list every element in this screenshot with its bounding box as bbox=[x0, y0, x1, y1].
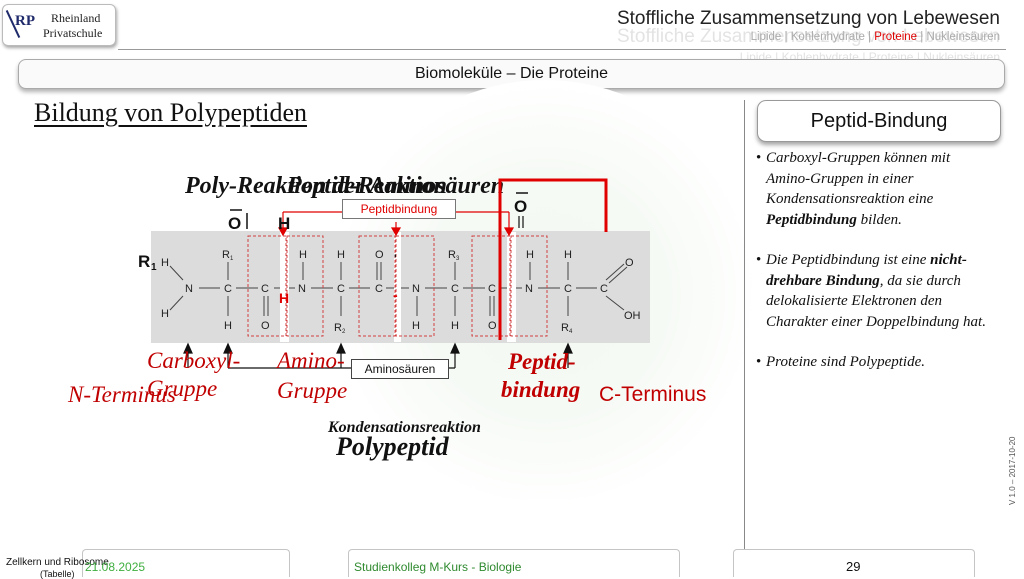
svg-text:C: C bbox=[488, 283, 496, 295]
footer-course-box bbox=[348, 549, 680, 577]
svg-text:R: R bbox=[138, 252, 150, 271]
svg-text:H: H bbox=[299, 249, 307, 261]
version-label: V 1.0 – 2017-10-20 bbox=[1008, 436, 1017, 506]
svg-text:C: C bbox=[375, 283, 383, 295]
svg-text:O: O bbox=[514, 197, 527, 216]
nav-sep: | bbox=[781, 31, 791, 43]
footer-page-box bbox=[733, 549, 975, 577]
svg-text:R: R bbox=[448, 249, 456, 261]
svg-text:H: H bbox=[161, 257, 169, 269]
svg-text:1: 1 bbox=[230, 256, 234, 262]
school-logo: RP Rheinland Privatschule bbox=[2, 4, 116, 46]
svg-text:R: R bbox=[222, 249, 230, 261]
label-gruppe-amino: Gruppe bbox=[277, 378, 348, 403]
footer-topic-sub: (Tabelle) bbox=[40, 569, 75, 579]
title-peptid-reaktion: Peptid-Reaktion bbox=[287, 173, 447, 199]
nav-sep: | bbox=[917, 31, 927, 43]
svg-text:1: 1 bbox=[151, 262, 157, 273]
slide-heading: Bildung von Polypeptiden bbox=[34, 98, 307, 127]
nav-sep: | bbox=[864, 31, 875, 43]
logo-initials: RP bbox=[15, 13, 35, 29]
label-polypeptid: Polypeptid bbox=[336, 432, 449, 461]
header-title: Stoffliche Zusammensetzung von Lebewesen bbox=[616, 8, 1000, 29]
footer-page-number: 29 bbox=[846, 559, 861, 574]
svg-text:O: O bbox=[261, 320, 270, 332]
svg-text:-: - bbox=[393, 287, 398, 303]
label-amino: Amino- bbox=[277, 348, 345, 373]
svg-text:C: C bbox=[261, 283, 269, 295]
label-peptid: Peptid- bbox=[508, 349, 576, 374]
svg-text:C: C bbox=[451, 283, 459, 295]
nav-item-lipide[interactable]: Lipide bbox=[750, 31, 782, 43]
label-c-terminus: C-Terminus bbox=[599, 383, 707, 406]
peptidbindung-tag: Peptidbindung bbox=[342, 199, 456, 219]
bullet-item: Carboxyl-Gruppen können mit Amino-Gruppe… bbox=[756, 148, 996, 230]
svg-text:H: H bbox=[337, 249, 345, 261]
svg-text:N: N bbox=[298, 283, 306, 295]
nav-item-nukleinsaeuren[interactable]: Nukleinsäuren bbox=[926, 31, 1000, 43]
svg-text:R: R bbox=[334, 322, 342, 334]
svg-text:O: O bbox=[625, 257, 634, 269]
svg-text:3: 3 bbox=[456, 256, 460, 262]
svg-text:C: C bbox=[564, 283, 572, 295]
svg-text:N: N bbox=[185, 283, 193, 295]
svg-text:O: O bbox=[228, 214, 241, 233]
label-kondensationsreaktion: Kondensationsreaktion bbox=[328, 419, 481, 436]
svg-text:C: C bbox=[600, 283, 608, 295]
svg-text:C: C bbox=[224, 283, 232, 295]
footer-date-box bbox=[82, 549, 290, 577]
svg-text:H: H bbox=[278, 214, 290, 233]
label-gruppe-carboxyl: Gruppe bbox=[147, 376, 218, 401]
logo-name-line2: Privatschule bbox=[43, 26, 103, 40]
svg-text:R: R bbox=[561, 322, 569, 334]
bullet-item: Proteine sind Polypeptide. bbox=[756, 352, 996, 373]
label-carboxyl: Carboxyl- bbox=[147, 348, 241, 373]
svg-text:H: H bbox=[412, 320, 420, 332]
title-poly-reaktion: Poly-Reaktion der Aminosäuren bbox=[185, 173, 505, 199]
header-topic-nav: Lipide | Kohlenhydrate | Proteine | Nukl… bbox=[751, 31, 1000, 43]
aminosaeuren-tag: Aminosäuren bbox=[351, 359, 449, 379]
label-n-terminus: N-Terminus bbox=[68, 382, 176, 407]
svg-text:OH: OH bbox=[624, 310, 641, 322]
header-title-shadow: Stoffliche Zusammensetzung von Lebewesen bbox=[616, 26, 1000, 47]
panel-bullet-list: Carboxyl-Gruppen können mit Amino-Gruppe… bbox=[756, 148, 996, 393]
footer-course: Studienkolleg M-Kurs - Biologie bbox=[354, 560, 522, 574]
svg-text:N: N bbox=[525, 283, 533, 295]
svg-text:H: H bbox=[161, 308, 169, 320]
svg-text:4: 4 bbox=[569, 329, 573, 335]
label-bindung: bindung bbox=[501, 377, 581, 402]
svg-text:H: H bbox=[224, 320, 232, 332]
svg-text:H: H bbox=[279, 290, 289, 306]
svg-text:O: O bbox=[375, 249, 384, 261]
logo-name-line1: Rheinland bbox=[51, 11, 101, 25]
header-divider bbox=[118, 49, 1006, 50]
svg-text:2: 2 bbox=[342, 329, 346, 335]
svg-text:H: H bbox=[451, 320, 459, 332]
panel-title: Peptid-Bindung bbox=[757, 100, 1001, 142]
svg-text:C: C bbox=[337, 283, 345, 295]
svg-text:H: H bbox=[564, 249, 572, 261]
bullet-item: Die Peptidbindung ist eine nicht-drehbar… bbox=[756, 250, 996, 332]
svg-text:H: H bbox=[526, 249, 534, 261]
svg-text:O: O bbox=[488, 320, 497, 332]
nav-item-kohlenhydrate[interactable]: Kohlenhydrate bbox=[790, 31, 865, 43]
footer-date: 21.08.2025 bbox=[85, 560, 146, 574]
panel-divider bbox=[744, 100, 745, 560]
svg-text:': ' bbox=[394, 253, 397, 265]
svg-text:N: N bbox=[412, 283, 420, 295]
footer-topic: Zellkern und Ribosome bbox=[6, 557, 109, 568]
nav-item-proteine[interactable]: Proteine bbox=[874, 31, 918, 43]
